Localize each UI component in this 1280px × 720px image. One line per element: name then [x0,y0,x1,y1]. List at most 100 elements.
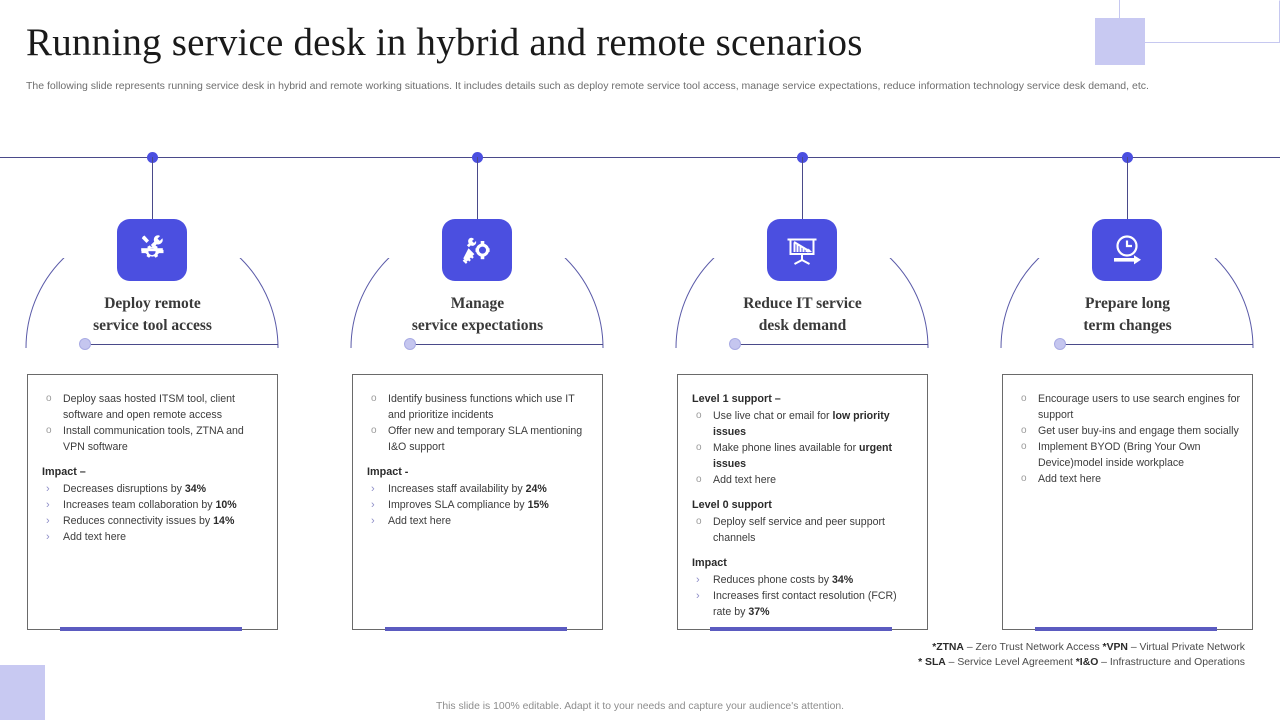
arc-baseline [410,344,603,345]
card-list: ›Decreases disruptions by 34%›Increases … [38,481,265,545]
list-item: o Deploy self service and peer support ch… [688,514,915,546]
card-group-title: Impact – [42,466,86,478]
card-list: ›Increases staff availability by 24%›Imp… [363,481,590,529]
list-item-text: Increases first contact resolution (FCR)… [713,590,897,618]
list-item: › Add text here [363,513,590,529]
circle-bullet-icon: o [696,516,702,527]
list-item: o Add text here [688,472,915,488]
list-item-text: Reduces connectivity issues by 14% [63,515,235,527]
icon-tile-2[interactable] [442,219,512,281]
column-heading-line-2: term changes [1083,317,1172,334]
card-group-title: Impact [692,557,727,569]
list-item-text: Encourage users to use search engines fo… [1038,393,1240,421]
card-group-title: Level 1 support – [692,393,781,405]
list-item: o Implement BYOD (Bring Your Own Device)m… [1013,439,1240,471]
list-item-text: Add text here [63,531,127,543]
list-item-text: Deploy self service and peer support cha… [713,516,885,544]
hand-wrench-gear-icon [457,231,497,269]
icon-tile-1[interactable] [117,219,187,281]
chevron-bullet-icon: › [371,515,375,527]
chevron-bullet-icon: › [696,590,700,602]
content-card-4: o Encourage users to use search engines f… [1002,374,1253,630]
chevron-bullet-icon: › [46,515,50,527]
list-item: o Add text here [1013,471,1240,487]
list-item: › Increases first contact resolution (FCR… [688,588,915,620]
icon-tile-3[interactable] [767,219,837,281]
column-heading: Prepare long term changes [1010,293,1245,337]
card-accent-bar [1035,627,1217,631]
list-item-text: Decreases disruptions by 34% [63,483,207,495]
column-heading-line-1: Prepare long [1084,295,1171,312]
column-heading-line-2: desk demand [758,317,847,334]
column-heading-line-1: Deploy remote [104,295,201,312]
list-item-text: Add text here [713,474,777,486]
clock-arrow-icon [1106,230,1148,270]
circle-bullet-icon: o [1021,473,1027,484]
timeline-connector-line [477,157,478,220]
list-item-text: Implement BYOD (Bring Your Own Device)mo… [1038,441,1201,469]
card-list: o Deploy self service and peer support ch… [688,514,915,546]
timeline-connector-line [1127,157,1128,220]
chevron-bullet-icon: › [46,483,50,495]
list-item-text: Reduces phone costs by 34% [713,574,854,586]
circle-bullet-icon: o [46,425,52,436]
list-item: › Reduces connectivity issues by 14% [38,513,265,529]
circle-bullet-icon: o [1021,441,1027,452]
card-body: o Encourage users to use search engines f… [1003,375,1252,497]
list-item-text: Improves SLA compliance by 15% [388,499,549,511]
list-item: ›Reduces phone costs by 34% [688,572,915,588]
arc-baseline-dot [79,338,91,350]
card-list: ›Reduces phone costs by 34% › Increases fi… [688,572,915,620]
circle-bullet-icon: o [46,393,52,404]
page-title: Running service desk in hybrid and remot… [26,21,863,64]
list-item-text: Increases team collaboration by 10% [63,499,237,511]
chevron-bullet-icon: › [371,483,375,495]
chevron-bullet-icon: › [371,499,375,511]
circle-bullet-icon: o [696,474,702,485]
icon-tile-4[interactable] [1092,219,1162,281]
arc-baseline [85,344,278,345]
list-item-text: Add text here [1038,473,1102,485]
footnote-line-2: * SLA – Service Level Agreement *I&O – I… [918,657,1245,668]
timeline-rail [0,157,1280,158]
card-accent-bar [60,627,242,631]
timeline-column-4: Prepare long term changes o Encourage users… [975,0,1280,720]
column-heading-line-2: service tool access [93,317,212,334]
list-item-text: Add text here [388,515,452,527]
column-heading: Reduce IT service desk demand [685,293,920,337]
list-item-text: Identify business functions which use IT… [388,393,575,421]
column-heading-line-2: service expectations [411,317,544,334]
column-heading: Manage service expectations [360,293,595,337]
list-item: ›Increases team collaboration by 10% [38,497,265,513]
decoration-square [1095,18,1145,65]
arc-baseline-dot [404,338,416,350]
list-item: › Decreases disruptions by 34% [38,481,265,497]
list-item-text: Make phone lines available for urgent is… [713,442,893,470]
column-heading-line-1: Manage [450,295,505,312]
decoration-bottom-left-square [0,665,45,720]
arc-baseline [735,344,928,345]
timeline-connector-line [802,157,803,220]
footnote-line-1: *ZTNA – Zero Trust Network Access *VPN –… [932,642,1245,653]
list-item: ›Increases staff availability by 24% [363,481,590,497]
column-heading-line-1: Reduce IT service [743,295,862,312]
timeline-connector-line [152,157,153,220]
column-heading: Deploy remote service tool access [35,293,270,337]
arc-baseline [1060,344,1253,345]
arc-baseline-dot [729,338,741,350]
